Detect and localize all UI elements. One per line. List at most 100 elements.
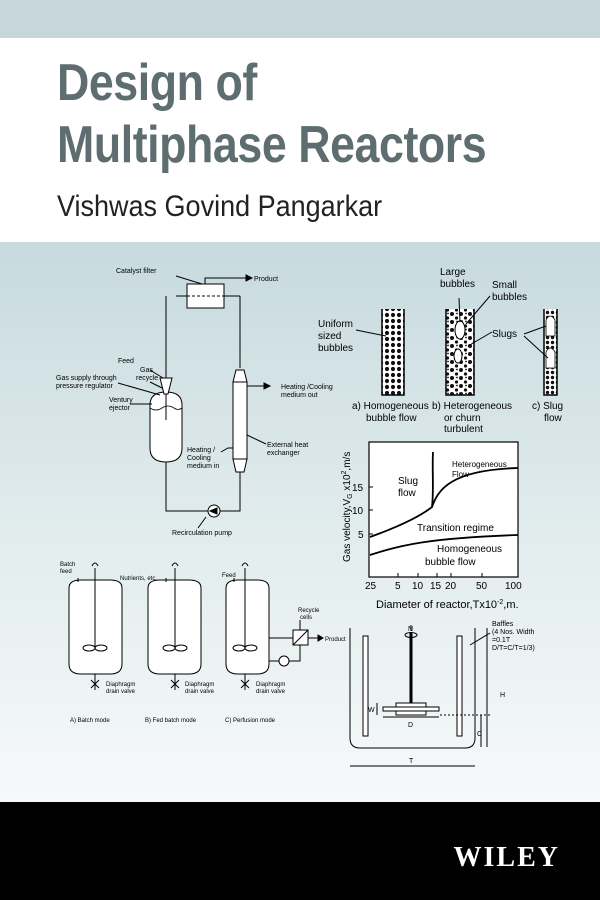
column-heterogeneous <box>445 309 475 396</box>
caption-b-3: turbulent <box>444 424 483 435</box>
cover-illustrations: Catalyst filter Product Feed Gas recycle… <box>56 267 563 767</box>
baffle-leader <box>469 632 491 646</box>
loop-bottom-left-pipe <box>165 460 208 512</box>
rotation-arrow <box>404 632 418 638</box>
label-valve-b-1: Diaphragm <box>185 682 214 688</box>
column-homogeneous <box>381 309 405 396</box>
product-arrow <box>245 274 254 282</box>
label-valve-c-1: Diaphragm <box>256 682 285 688</box>
flow-regime-diagram: Large bubbles Small bubbles Uniform size… <box>318 267 563 435</box>
caption-c-2: flow <box>544 413 563 424</box>
caption-b-2: or churn <box>444 413 481 424</box>
product-line <box>204 277 246 284</box>
regime-boundaries <box>369 451 519 556</box>
label-gas-recycle-1: Gas <box>140 367 153 374</box>
x-tick-100: 100 <box>505 581 522 592</box>
hc-out-arrow <box>263 382 272 390</box>
label-gas-supply-2: pressure regulator <box>56 383 113 390</box>
loop-reactor-diagram <box>117 274 272 529</box>
graph-tick-labels: 15 10 5 25 5 10 15 20 50 100 <box>352 483 522 592</box>
label-n: N <box>408 626 413 633</box>
region-homogeneous-2: bubble flow <box>425 557 476 568</box>
label-d: D <box>408 722 413 729</box>
region-slug-1: Slug <box>398 476 418 487</box>
label-valve-a-2: drain valve <box>106 689 136 695</box>
label-small-2: bubbles <box>492 292 527 303</box>
illustration-area: Catalyst filter Product Feed Gas recycle… <box>0 242 600 802</box>
hc-in-line <box>220 447 233 453</box>
region-slug-2: flow <box>398 488 417 499</box>
filter-leader <box>175 275 203 285</box>
label-h: H <box>500 692 505 699</box>
recycle-leader <box>149 381 163 389</box>
region-homogeneous-1: Homogeneous <box>437 544 502 555</box>
label-catalyst-filter: Catalyst filter <box>116 268 157 275</box>
label-feed: Feed <box>222 573 236 579</box>
label-uniform-1: Uniform <box>318 319 353 330</box>
regime-labels: Large bubbles Small bubbles Uniform size… <box>318 267 563 435</box>
label-batch-feed-2: feed <box>60 569 72 575</box>
boundary-heterogeneous <box>431 467 519 508</box>
label-valve-b-2: drain valve <box>185 689 215 695</box>
y-axis-label: Gas velocity,VG x102,m/s <box>341 452 354 562</box>
label-small-1: Small <box>492 280 517 291</box>
label-recycle-2: cells <box>300 615 312 621</box>
y-tick-10: 10 <box>352 506 364 517</box>
ejector-reactor-vessel <box>149 377 183 463</box>
label-recycle-1: Recycle <box>298 608 320 614</box>
fermenter-batch <box>68 562 123 690</box>
label-large-2: bubbles <box>440 279 475 290</box>
region-transition: Transition regime <box>417 523 494 534</box>
label-recirculation-pump: Recirculation pump <box>172 530 232 537</box>
fermenter-modes-diagram <box>68 562 324 690</box>
label-hc-out-1: Heating /Cooling <box>281 384 333 391</box>
title-line-1: Design of <box>57 54 257 112</box>
impeller-blades <box>382 706 440 712</box>
label-baffles-3: =0.1T <box>492 637 511 644</box>
label-nutrients: Nutrients, etc. <box>120 576 157 582</box>
label-feed: Feed <box>118 358 134 365</box>
fermenter-perfusion <box>225 562 324 690</box>
label-hc-in-1: Heating / <box>187 447 215 454</box>
boundary-slug <box>369 451 434 538</box>
caption-batch-mode: A) Batch mode <box>70 718 110 724</box>
x-tick-15: 15 <box>430 581 442 592</box>
baffle-left <box>362 635 369 737</box>
title-area <box>0 38 600 242</box>
loop-reactor-labels: Catalyst filter Product Feed Gas recycle… <box>56 268 333 537</box>
caption-a-2: bubble flow <box>366 413 417 424</box>
y-tick-5: 5 <box>358 530 364 541</box>
column-slug <box>543 309 558 396</box>
label-t: T <box>409 758 414 765</box>
label-exchanger-2: exchanger <box>267 450 300 457</box>
caption-perfusion-mode: C) Perfusion mode <box>225 718 276 724</box>
caption-a-1: a) Homogeneous <box>352 401 429 412</box>
label-exchanger-1: External heat <box>267 442 308 449</box>
boundary-homogeneous <box>369 534 519 556</box>
label-batch-feed-1: Batch <box>60 562 75 568</box>
x-axis-label: Diameter of reactor,Tx10-2,m. <box>376 599 519 611</box>
label-gas-supply-1: Gas supply through <box>56 375 117 382</box>
title-line-2: Multiphase Reactors <box>57 116 487 174</box>
graph-ticks <box>369 486 483 577</box>
catalyst-filter <box>176 283 240 309</box>
gas-supply-line <box>117 382 161 396</box>
regime-map-graph: 15 10 5 25 5 10 15 20 50 100 Gas velocit… <box>341 441 522 611</box>
label-product: Product <box>254 276 278 283</box>
label-hc-in-3: medium in <box>187 463 219 470</box>
label-slugs: Slugs <box>492 329 517 340</box>
label-uniform-2: sized <box>318 331 341 342</box>
caption-c-1: c) Slug <box>532 401 563 412</box>
label-hc-in-2: Cooling <box>187 455 211 462</box>
label-valve-c-2: drain valve <box>256 689 286 695</box>
publisher-logo: WILEY <box>453 842 560 873</box>
label-baffles-2: (4 Nos. Width <box>492 629 535 636</box>
tank-wall <box>349 628 476 749</box>
label-product: Product <box>325 637 346 643</box>
label-ejector-2: ejector <box>109 405 131 412</box>
y-tick-15: 15 <box>352 483 364 494</box>
label-c: C <box>477 731 482 738</box>
exchanger-leader <box>246 434 267 445</box>
label-baffles-4: D/T=C/T=1/3) <box>492 645 535 652</box>
